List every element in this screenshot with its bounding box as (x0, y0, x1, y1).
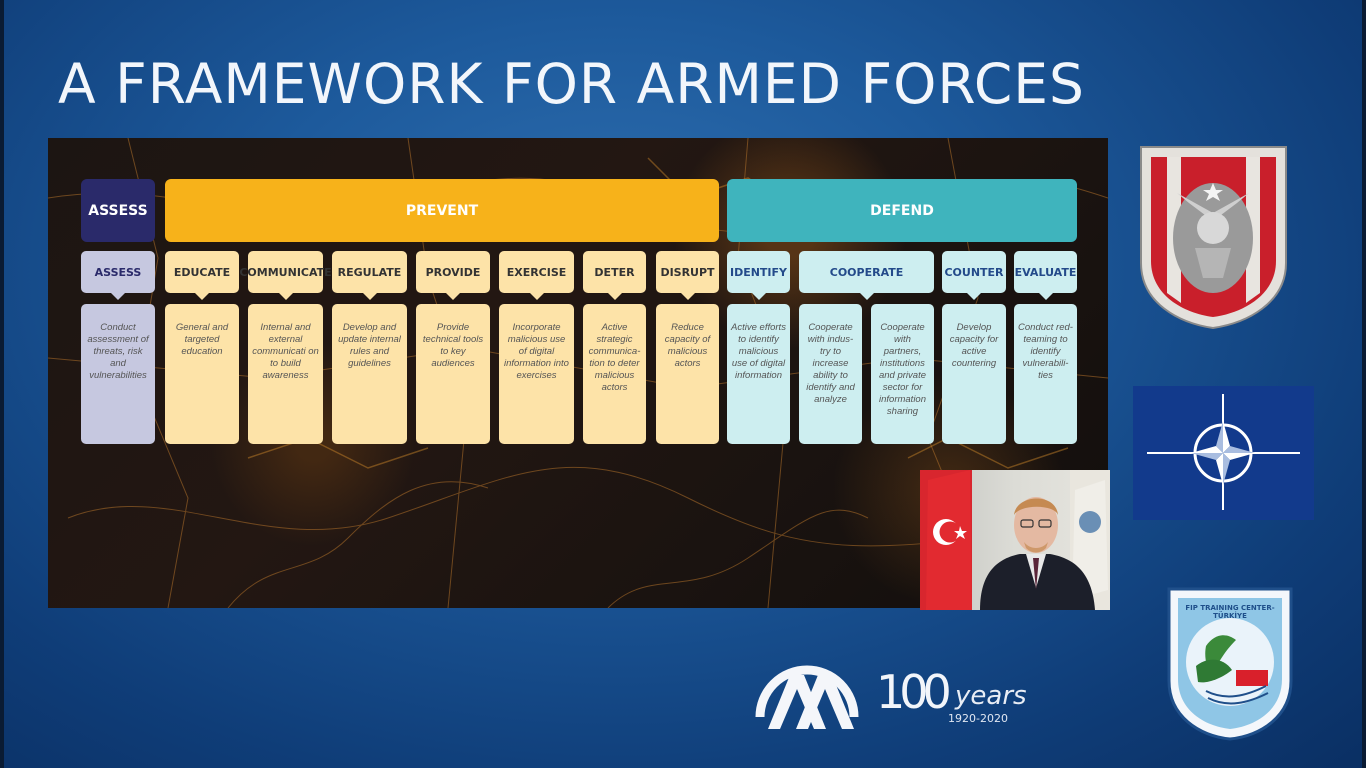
tag-cooperate: COOPERATE (799, 251, 934, 300)
hundred-text: 100 (876, 665, 952, 719)
desc-identify: Active efforts to identify malicious use… (727, 304, 790, 444)
window-edge-right (1362, 0, 1366, 768)
aa-100-years-logo (752, 645, 1042, 737)
window-edge-left (0, 0, 4, 768)
tag-regulate: REGULATE (332, 251, 407, 300)
years-range: 1920-2020 (948, 712, 1008, 725)
fip-text: FIP TRAINING CENTER-TÜRKİYE (1185, 604, 1275, 620)
tag-counter: COUNTER (942, 251, 1006, 300)
header-prevent: PREVENT (165, 179, 719, 242)
nato-logo-icon (1133, 386, 1314, 520)
aa-logo-icon (755, 665, 859, 729)
desc-evaluate: Conduct red-teaming to identify vulnerab… (1014, 304, 1077, 444)
desc-educate: General and targeted education (165, 304, 239, 444)
tag-educate: EDUCATE (165, 251, 239, 300)
desc-counter: Develop capacity for active countering (942, 304, 1006, 444)
fip-training-center-logo-icon: FIP TRAINING CENTER-TÜRKİYE (1166, 586, 1294, 741)
speaker-video[interactable] (920, 470, 1110, 610)
speaker-image (920, 470, 1110, 610)
header-defend: DEFEND (727, 179, 1077, 242)
slide-title: A FRAMEWORK FOR ARMED FORCES (58, 52, 1085, 116)
years-text: years (955, 681, 1027, 711)
tag-provide: PROVIDE (416, 251, 490, 300)
desc-assess: Conduct assessment of threats, risk and … (81, 304, 155, 444)
armed-forces-emblem-icon (1137, 143, 1290, 330)
header-assess: ASSESS (81, 179, 155, 242)
desc-disrupt: Reduce capacity of malicious actors (656, 304, 719, 444)
desc-exercise: Incorporate malicious use of digital inf… (499, 304, 574, 444)
desc-regulate: Develop and update internal rules and gu… (332, 304, 407, 444)
tag-identify: IDENTIFY (727, 251, 790, 300)
framework-diagram: ASSESS PREVENT DEFEND ASSESS EDUCATE COM… (48, 138, 1108, 608)
tag-disrupt: DISRUPT (656, 251, 719, 300)
tag-deter: DETER (583, 251, 646, 300)
desc-deter: Active strategic communica-tion to deter… (583, 304, 646, 444)
desc-cooperate-partners: Cooperate with partners, institutions an… (871, 304, 934, 444)
desc-cooperate-industry: Cooperate with indus-try to increase abi… (799, 304, 862, 444)
tag-assess: ASSESS (81, 251, 155, 300)
tag-communicate: COMMUNICATE (239, 251, 332, 300)
desc-communicate: Internal and external communicati on to … (248, 304, 323, 444)
tag-exercise: EXERCISE (499, 251, 574, 300)
desc-provide: Provide technical tools to key audiences (416, 304, 490, 444)
tag-evaluate: EVALUATE (1014, 251, 1077, 300)
